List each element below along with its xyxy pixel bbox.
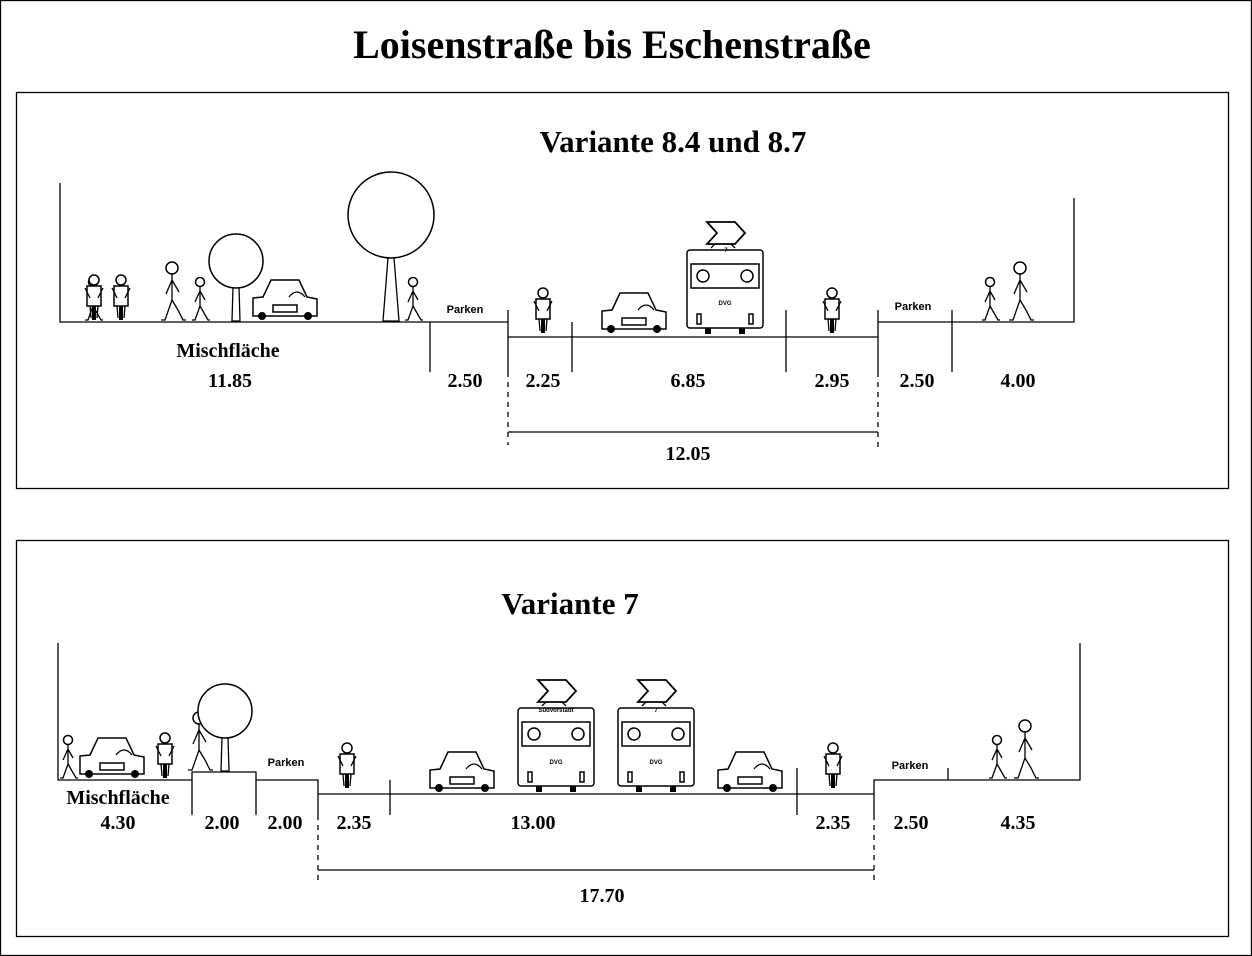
cyclist-icon	[823, 742, 843, 789]
cyclist-icon	[533, 287, 553, 334]
tram-icon	[686, 221, 764, 335]
dimension-label: 11.85	[208, 370, 252, 392]
tram-icon	[617, 679, 695, 793]
tram-operator-label: DVG	[718, 301, 731, 307]
dimension-label: 2.00	[205, 812, 240, 834]
dimension-label: 2.50	[900, 370, 935, 392]
dimension-label: 2.25	[526, 370, 561, 392]
tram-destination-label: Südvorstadt	[538, 708, 573, 714]
dimension-label: 2.95	[815, 370, 850, 392]
pedestrian-icon	[59, 734, 79, 779]
cyclist-icon	[822, 287, 842, 334]
pedestrian-icon	[160, 261, 187, 321]
pedestrian-icon	[191, 276, 211, 321]
tram-line-label: 7	[654, 708, 658, 714]
total-width-label: 17.70	[580, 885, 625, 907]
panel-1-dim-dashes	[507, 372, 879, 450]
pedestrian-icon	[1013, 719, 1040, 779]
cyclist-icon	[111, 274, 131, 321]
panel-variant-1: Variante 8.4 und 8.7 7 DVG Parken Parken…	[15, 91, 1230, 490]
pedestrian-icon	[988, 734, 1008, 779]
dimension-label: 2.50	[448, 370, 483, 392]
cyclist-icon	[155, 732, 175, 779]
tree-icon	[347, 171, 435, 322]
dimension-label: 6.85	[671, 370, 706, 392]
panel-2-frame	[15, 539, 1230, 938]
dimension-label: 2.50	[894, 812, 929, 834]
panel-1-frame	[15, 91, 1230, 490]
total-width-label: 12.05	[666, 443, 711, 465]
tram-icon	[517, 679, 595, 793]
dimension-label: 13.00	[511, 812, 556, 834]
dimension-label: 4.35	[1001, 812, 1036, 834]
zone-label: Mischfläche	[66, 787, 169, 809]
tram-operator-label: DVG	[549, 760, 562, 766]
dimension-label: 4.00	[1001, 370, 1036, 392]
pedestrian-icon	[1008, 261, 1035, 321]
tree-icon	[197, 683, 253, 772]
car-icon	[601, 292, 667, 334]
panel-variant-2: Variante 7 Südvorstadt 7 DVG DVG Parken …	[15, 539, 1230, 938]
tram-operator-label: DVG	[649, 760, 662, 766]
panel-2-heading: Variante 7	[501, 586, 639, 621]
panel-2-dim-dashes	[317, 815, 875, 885]
panel-1-ground	[59, 183, 1075, 372]
pedestrian-icon	[981, 276, 1001, 321]
page-title: Loisenstraße bis Eschenstraße	[353, 22, 871, 67]
parking-label-right: Parken	[895, 301, 932, 313]
parking-label-left: Parken	[268, 757, 305, 769]
zone-label: Mischfläche	[176, 340, 279, 362]
cyclist-icon	[84, 274, 104, 321]
dimension-label: 4.30	[101, 812, 136, 834]
cyclist-icon	[337, 742, 357, 789]
dimension-label: 2.35	[816, 812, 851, 834]
car-icon	[717, 751, 783, 793]
pedestrian-icon	[404, 276, 424, 321]
car-icon	[429, 751, 495, 793]
dimension-label: 2.00	[268, 812, 303, 834]
parking-label-right: Parken	[892, 760, 929, 772]
parking-label-left: Parken	[447, 304, 484, 316]
dimension-label: 2.35	[337, 812, 372, 834]
panel-2-ground	[57, 643, 1081, 815]
panel-1-heading: Variante 8.4 und 8.7	[540, 124, 807, 159]
tram-line-label: 7	[724, 248, 728, 254]
car-icon	[79, 737, 145, 779]
car-icon	[252, 279, 318, 321]
